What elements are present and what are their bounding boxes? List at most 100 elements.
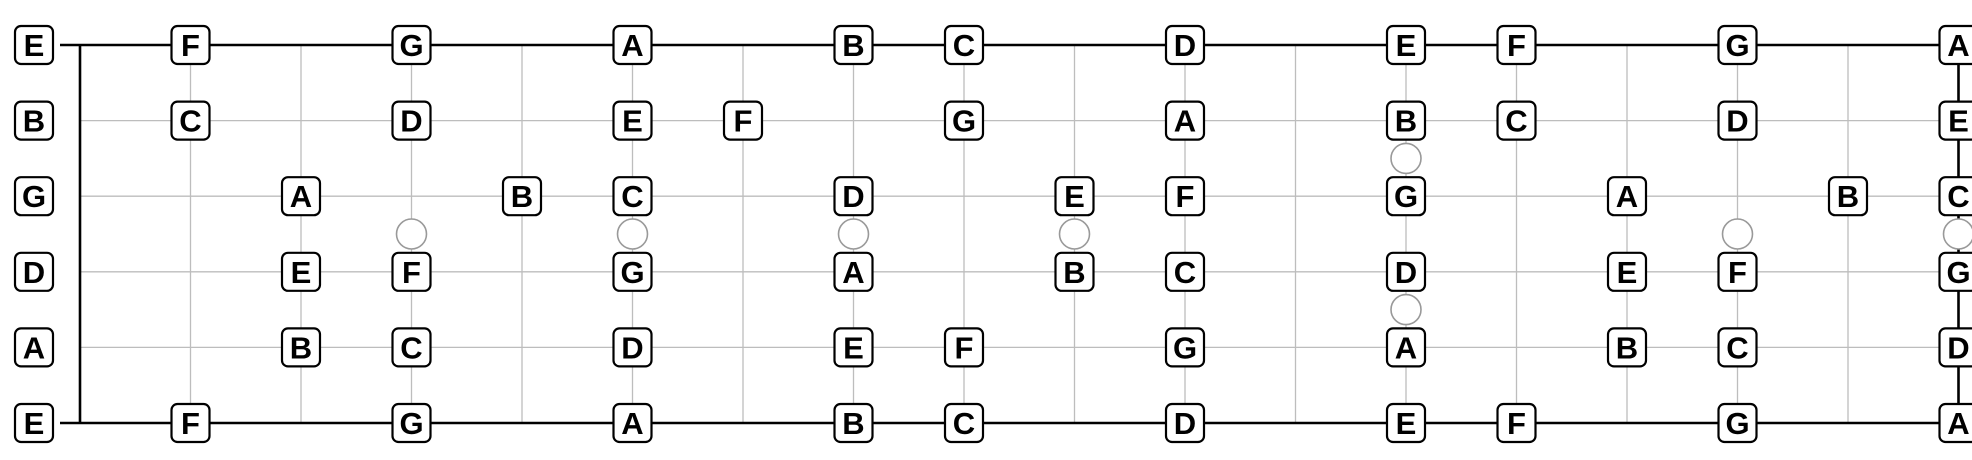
note-box: [391, 24, 432, 66]
note-box: [833, 176, 874, 217]
note-text: C: [953, 406, 975, 441]
fret-note-label: G: [1717, 402, 1758, 444]
note-text: F: [1176, 179, 1195, 214]
fret-marker-circle: [837, 218, 870, 250]
fret-note-label: F: [170, 24, 211, 66]
note-box: [170, 24, 211, 66]
open-string-label: E: [13, 402, 55, 444]
fret-note-label: D: [1164, 402, 1206, 444]
note-text: B: [511, 179, 533, 214]
fret-note-label: F: [722, 100, 764, 141]
fret-note-label: E: [1385, 402, 1427, 444]
fret-note-label: F: [1164, 176, 1206, 217]
note-box: [1164, 327, 1206, 368]
fret-note-label: B: [1054, 251, 1095, 292]
note-box: [1385, 176, 1427, 217]
note-box: [722, 100, 764, 141]
fret-note-label: A: [1385, 327, 1427, 368]
fret-note-label: B: [280, 327, 322, 368]
note-text: A: [290, 179, 312, 214]
note-text: C: [953, 28, 975, 63]
note-text: E: [1948, 104, 1969, 139]
note-text: G: [1173, 330, 1197, 365]
fret-note-label: C: [1938, 176, 1972, 217]
open-string-label: E: [13, 24, 55, 66]
fretboard-grid: [60, 43, 1960, 425]
fret-marker-circle: [395, 218, 428, 250]
note-text: A: [621, 28, 643, 63]
note-box: [1938, 327, 1972, 368]
fret-note-label: A: [612, 24, 653, 66]
note-text: G: [1725, 406, 1749, 441]
note-box: [1606, 176, 1648, 217]
fret-note-label: C: [170, 100, 211, 141]
note-text: F: [955, 330, 974, 365]
fret-note-label: A: [1606, 176, 1648, 217]
note-text: E: [1396, 406, 1417, 441]
note-box: [833, 251, 874, 292]
note-box: [833, 24, 874, 66]
fret-note-label: E: [1054, 176, 1095, 217]
note-box: [1385, 327, 1427, 368]
note-text: A: [23, 330, 45, 365]
fret-note-label: B: [1385, 100, 1427, 141]
note-box: [1164, 24, 1206, 66]
note-box: [1496, 24, 1537, 66]
fret-note-label: C: [943, 24, 985, 66]
note-box: [13, 176, 55, 217]
fret-note-label: A: [280, 176, 322, 217]
note-text: C: [621, 179, 643, 214]
note-box: [391, 327, 432, 368]
fret-note-label: C: [1717, 327, 1758, 368]
note-text: C: [1505, 104, 1527, 139]
note-box: [1054, 176, 1095, 217]
note-text: A: [621, 406, 643, 441]
note-box: [280, 176, 322, 217]
note-box: [612, 402, 653, 444]
note-box: [612, 100, 653, 141]
note-box: [1164, 402, 1206, 444]
note-box: [170, 100, 211, 141]
note-text: E: [1064, 179, 1085, 214]
fret-note-label: E: [833, 327, 874, 368]
note-box: [612, 251, 653, 292]
fret-note-label: G: [943, 100, 985, 141]
note-box: [833, 327, 874, 368]
fret-note-label: D: [1938, 327, 1972, 368]
fret-note-label: B: [1827, 176, 1869, 217]
note-text: G: [952, 104, 976, 139]
note-text: F: [1507, 406, 1526, 441]
fret-note-label: F: [1496, 402, 1537, 444]
note-text: D: [1726, 104, 1748, 139]
note-box: [280, 327, 322, 368]
note-text: D: [1174, 406, 1196, 441]
fret-markers: [395, 142, 1972, 326]
note-box: [1938, 176, 1972, 217]
note-text: D: [1174, 28, 1196, 63]
open-string-label: B: [13, 100, 55, 141]
note-text: B: [1616, 330, 1638, 365]
open-string-label: A: [13, 327, 55, 368]
note-box: [1717, 24, 1758, 66]
fret-note-label: F: [391, 251, 432, 292]
note-text: C: [179, 104, 201, 139]
note-text: A: [1947, 406, 1969, 441]
fret-marker-circle: [1390, 142, 1422, 175]
note-text: E: [843, 330, 864, 365]
note-text: F: [1728, 255, 1747, 290]
note-text: G: [22, 179, 46, 214]
note-text: F: [181, 28, 200, 63]
note-box: [1164, 100, 1206, 141]
note-box: [13, 24, 55, 66]
note-text: B: [1395, 104, 1417, 139]
note-box: [170, 402, 211, 444]
fret-marker-circle: [1058, 218, 1091, 250]
fret-note-label: B: [501, 176, 543, 217]
note-text: C: [1947, 179, 1969, 214]
fret-note-label: B: [833, 402, 874, 444]
note-box: [1717, 327, 1758, 368]
note-text: D: [400, 104, 422, 139]
fret-note-label: D: [833, 176, 874, 217]
note-text: D: [842, 179, 864, 214]
note-text: D: [1395, 255, 1417, 290]
